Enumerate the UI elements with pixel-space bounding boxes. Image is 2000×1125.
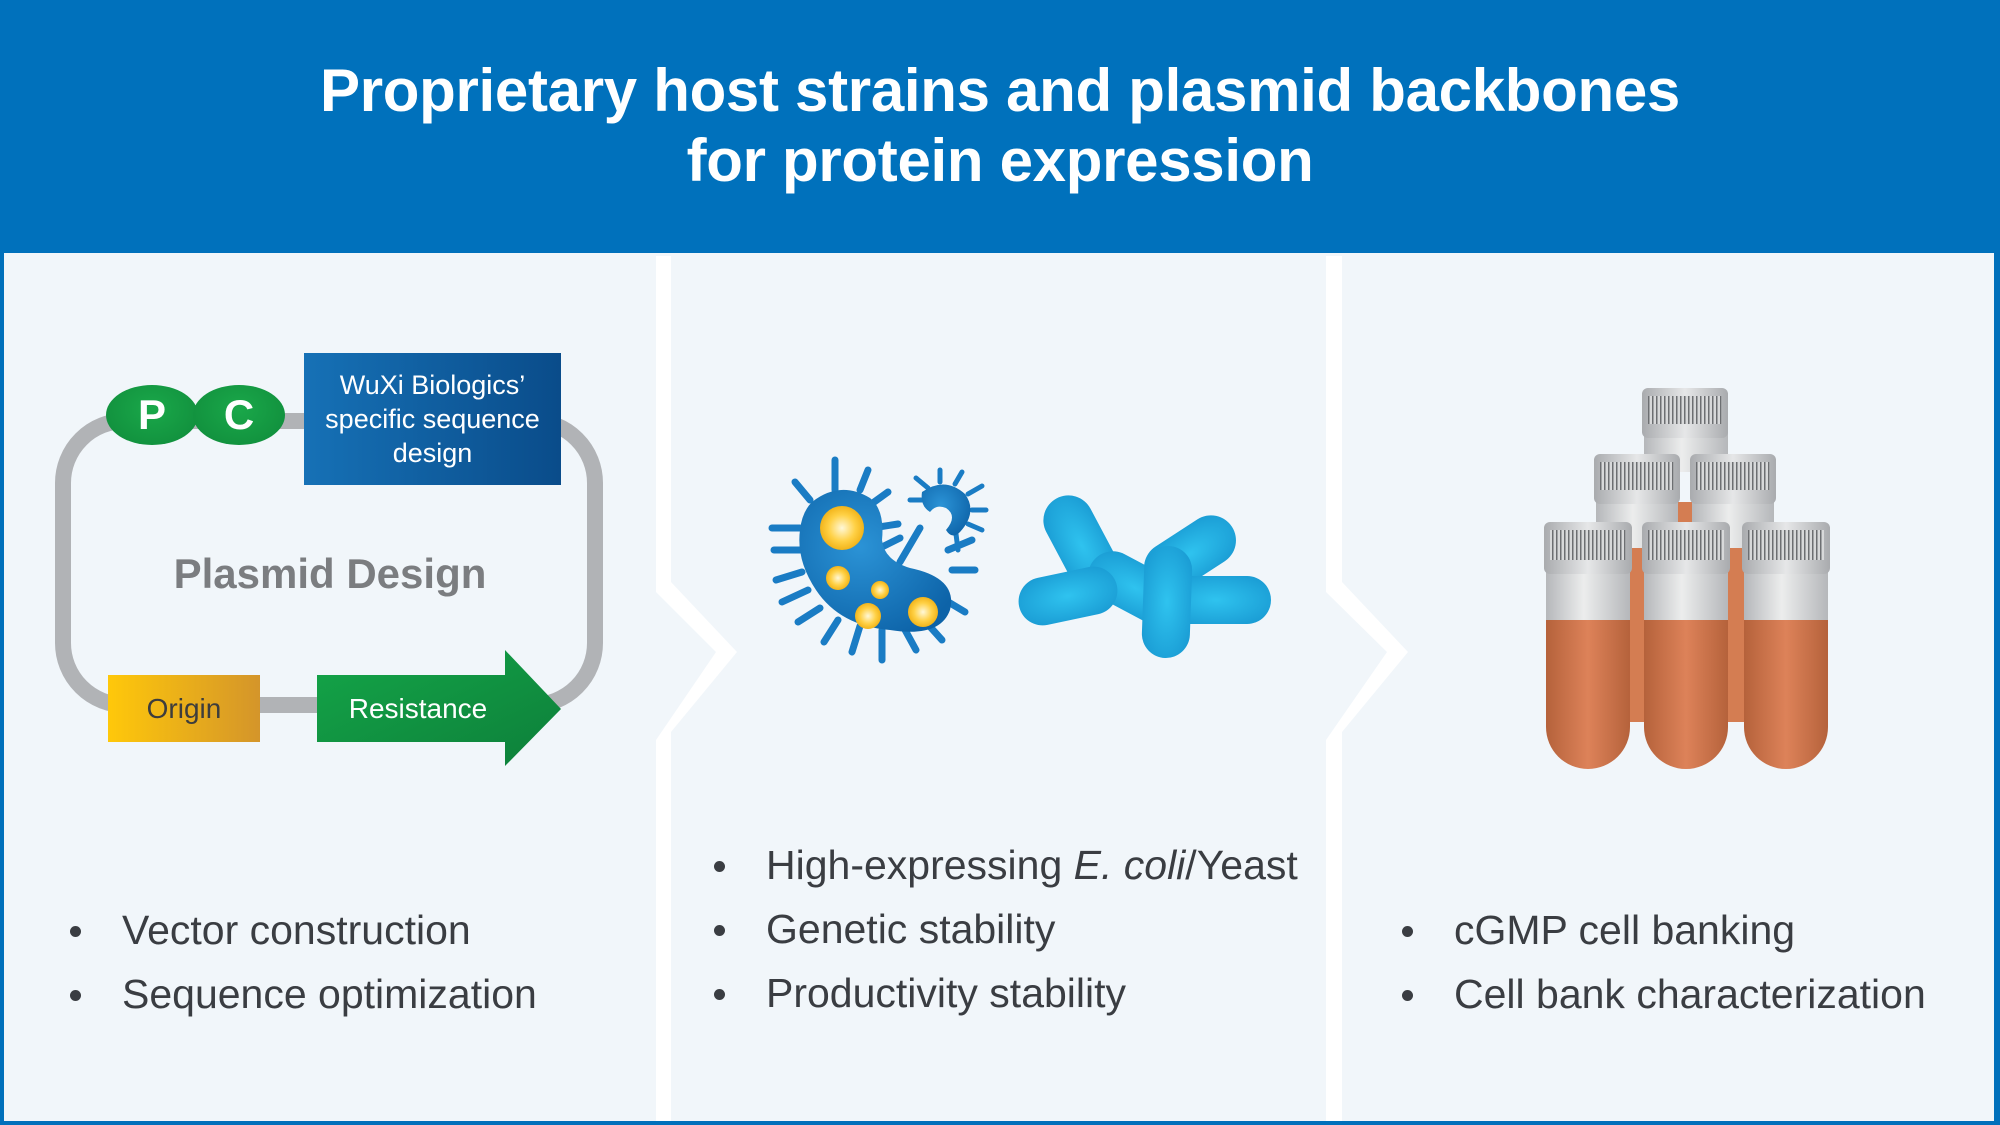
chevron-divider-2 [1326, 256, 1408, 1121]
bullet-dot [714, 989, 725, 1000]
origin-label: Origin [146, 692, 222, 724]
vial-front-center [1642, 522, 1730, 769]
chevron-divider-1 [656, 256, 737, 1121]
bullet-dot [714, 925, 725, 936]
bullet-text: Genetic stability [766, 906, 1056, 952]
bullet-text: Sequence optimization [122, 971, 537, 1017]
bacteria-icon [768, 456, 989, 664]
bullet-text: Vector construction [122, 907, 471, 953]
sequence-box-line-1: WuXi Biologics’ [339, 370, 526, 400]
vial-front-left [1544, 522, 1632, 769]
cryovials-icon [1544, 388, 1830, 769]
bullet-item: Productivity stability [714, 961, 1298, 1025]
bullet-dot [70, 926, 81, 937]
header-banner: Proprietary host strains and plasmid bac… [0, 0, 2000, 252]
page-title-line-1: Proprietary host strains and plasmid bac… [320, 57, 1680, 124]
bullet-dot [1402, 926, 1413, 937]
host-bullet-list: High-expressing E. coli/Yeast Genetic st… [714, 833, 1298, 1025]
yeast-cells-icon [1018, 495, 1271, 658]
bullet-text: High-expressing E. coli/Yeast [766, 842, 1298, 888]
plasmid-bullet-list: Vector construction Sequence optimizatio… [70, 898, 537, 1026]
bullet-dot [70, 990, 81, 1001]
sequence-design-box: WuXi Biologics’ specific sequence design [304, 353, 561, 485]
vial-front-right [1742, 522, 1830, 769]
resistance-label: Resistance [348, 692, 488, 724]
bullet-item: Vector construction [70, 898, 537, 962]
bullet-dot [714, 861, 725, 872]
cell-banking-bullet-list: cGMP cell banking Cell bank characteriza… [1402, 898, 1926, 1026]
c-label: C [223, 391, 255, 438]
bullet-text: cGMP cell banking [1454, 907, 1796, 953]
promoter-badge: P [106, 385, 198, 445]
c-badge: C [193, 385, 285, 445]
bullet-text: Cell bank characterization [1454, 971, 1926, 1017]
promoter-label: P [137, 391, 166, 438]
bullet-item: Genetic stability [714, 897, 1298, 961]
bullet-item: Cell bank characterization [1402, 962, 1926, 1026]
bullet-dot [1402, 990, 1413, 1001]
bullet-item: cGMP cell banking [1402, 898, 1926, 962]
origin-box: Origin [108, 675, 260, 742]
bullet-item: Sequence optimization [70, 962, 537, 1026]
sequence-box-line-3: design [392, 438, 473, 468]
sequence-box-line-2: specific sequence [325, 404, 540, 434]
plasmid-design-label: Plasmid Design [173, 550, 487, 597]
page-title-line-2: for protein expression [686, 127, 1314, 194]
bullet-item: High-expressing E. coli/Yeast [714, 833, 1298, 897]
bullet-text: Productivity stability [766, 970, 1127, 1016]
resistance-arrow-icon [317, 650, 561, 766]
